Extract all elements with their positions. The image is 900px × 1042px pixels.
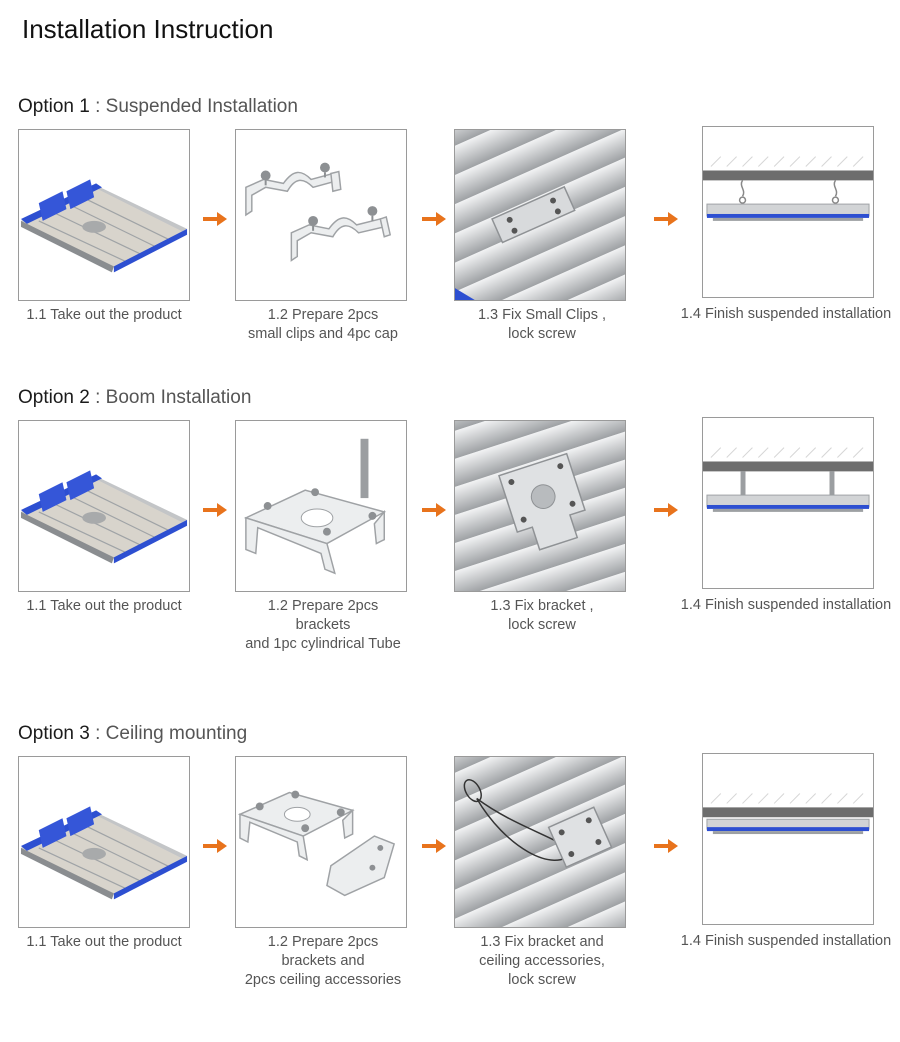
page-title: Installation Instruction [22, 14, 274, 44]
step-caption: 1.3 Fix bracket , lock screw [490, 598, 594, 633]
step-2-4-finished-boom-image [702, 417, 874, 589]
step-3-2-brackets-ceiling-accessories-image [235, 756, 407, 928]
arrow-right-icon [203, 212, 227, 226]
step-caption: 1.2 Prepare 2pcs small clips and 4pc cap [248, 307, 398, 342]
arrow-right-icon [654, 839, 678, 853]
option-2-heading: Option 2 : Boom Installation [18, 387, 251, 409]
step-1-3-fix-clips-image [454, 129, 626, 301]
step-caption: 1.1 Take out the product [26, 934, 182, 950]
step-3-4-finished-ceiling-image [702, 753, 874, 925]
step-2-3-fix-bracket-image [454, 420, 626, 592]
arrow-right-icon [422, 212, 446, 226]
arrow-right-icon [654, 503, 678, 517]
arrow-right-icon [422, 503, 446, 517]
step-caption: 1.1 Take out the product [26, 307, 182, 323]
arrow-right-icon [203, 503, 227, 517]
step-2-1-take-out-product-image [18, 420, 190, 592]
step-caption: 1.1 Take out the product [26, 598, 182, 614]
option-3-label: Option 3 [18, 723, 90, 744]
step-caption: 1.3 Fix bracket and ceiling accessories,… [479, 934, 605, 988]
step-caption: 1.4 Finish suspended installation [680, 306, 892, 322]
option-2-name: : Boom Installation [95, 387, 252, 408]
step-3-3-fix-bracket-accessories-image [454, 756, 626, 928]
option-1-heading: Option 1 : Suspended Installation [18, 96, 298, 118]
step-3-1-take-out-product-image [18, 756, 190, 928]
step-caption: 1.4 Finish suspended installation [680, 597, 892, 613]
arrow-right-icon [203, 839, 227, 853]
option-1-name: : Suspended Installation [95, 96, 298, 117]
step-1-4-finished-suspended-image [702, 126, 874, 298]
step-caption: 1.2 Prepare 2pcs brackets and 2pcs ceili… [244, 934, 402, 988]
step-1-2-small-clips-image [235, 129, 407, 301]
option-3-name: : Ceiling mounting [95, 723, 248, 744]
option-1-label: Option 1 [18, 96, 90, 117]
step-caption: 1.4 Finish suspended installation [680, 933, 892, 949]
arrow-right-icon [654, 212, 678, 226]
step-caption: 1.3 Fix Small Clips , lock screw [477, 307, 607, 342]
step-2-2-brackets-tube-image [235, 420, 407, 592]
option-3-heading: Option 3 : Ceiling mounting [18, 723, 247, 745]
arrow-right-icon [422, 839, 446, 853]
step-caption: 1.2 Prepare 2pcs brackets and 1pc cylind… [245, 598, 401, 652]
option-2-label: Option 2 [18, 387, 90, 408]
step-1-1-take-out-product-image [18, 129, 190, 301]
